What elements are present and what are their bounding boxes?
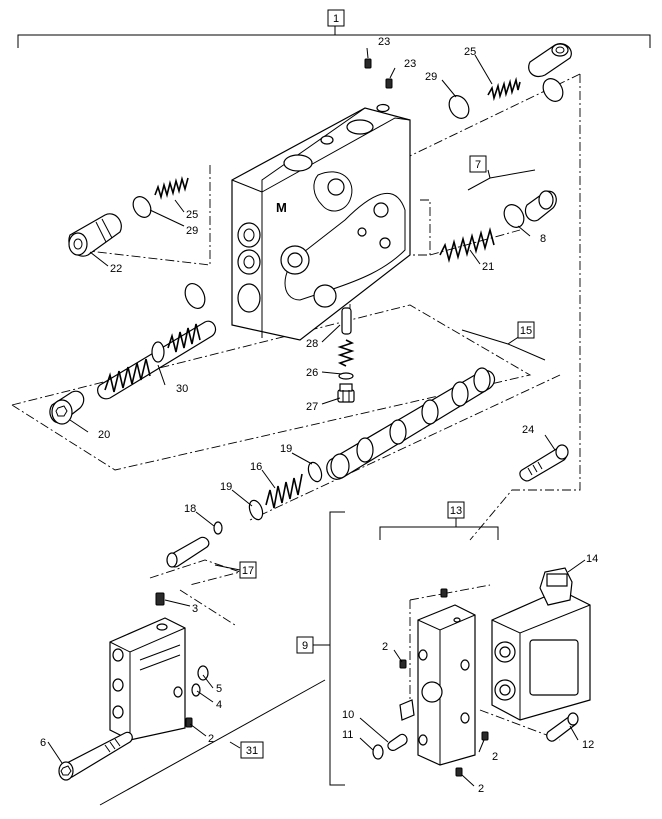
- o-ring-5[interactable]: [197, 665, 209, 681]
- spring-25-top[interactable]: [487, 76, 521, 102]
- cap-screw-17[interactable]: [166, 536, 210, 568]
- plug-27[interactable]: [337, 383, 355, 403]
- callout-4: 4: [216, 699, 222, 711]
- callout-31: 31: [246, 745, 258, 757]
- set-screw-3[interactable]: [155, 592, 165, 606]
- washer-19-right[interactable]: [306, 461, 324, 484]
- callout-14: 14: [586, 553, 598, 565]
- callout-8: 8: [540, 233, 546, 245]
- callout-labels: 23 23 25 29 25 29 22 21 8 30 20 28 26 27…: [40, 36, 598, 795]
- relief-plug-top[interactable]: [528, 43, 572, 78]
- bracket-7: 7: [467, 155, 536, 191]
- o-ring-29-left[interactable]: [130, 193, 155, 220]
- callout-3: 3: [192, 603, 198, 615]
- end-cap[interactable]: [109, 617, 186, 741]
- callout-7: 7: [475, 159, 481, 171]
- pin-28[interactable]: [341, 307, 352, 335]
- set-screw-23-b[interactable]: [385, 78, 393, 89]
- callout-29-left: 29: [186, 225, 198, 237]
- callout-2-right: 2: [492, 751, 498, 763]
- spool-30[interactable]: [97, 320, 217, 400]
- callout-2-left: 2: [382, 641, 388, 653]
- callout-20: 20: [98, 429, 110, 441]
- callout-5: 5: [216, 683, 222, 695]
- solenoid-actuator[interactable]: [491, 567, 591, 721]
- bracket-17: 17: [214, 561, 257, 579]
- callout-19-left: 19: [220, 481, 232, 493]
- o-ring-29-top[interactable]: [445, 92, 473, 122]
- main-spool[interactable]: [326, 367, 495, 480]
- washer-18[interactable]: [213, 521, 223, 535]
- callout-28: 28: [306, 338, 318, 350]
- bolt-12[interactable]: [546, 712, 579, 742]
- callout-box-7[interactable]: [469, 155, 487, 173]
- callout-21: 21: [482, 261, 494, 273]
- bracket-31: 31: [99, 679, 326, 806]
- callout-23-b: 23: [404, 58, 416, 70]
- o-ring-top-right[interactable]: [539, 75, 567, 105]
- callout-24: 24: [522, 424, 534, 436]
- callout-2-bottom: 2: [478, 783, 484, 795]
- plug-7[interactable]: [524, 190, 557, 222]
- bolt-6[interactable]: [58, 731, 133, 781]
- set-screw-2-right[interactable]: [481, 731, 489, 741]
- set-screw-2-end-cap[interactable]: [185, 717, 193, 728]
- callout-27: 27: [306, 401, 318, 413]
- relief-cartridge-22[interactable]: [68, 213, 122, 257]
- callout-17: 17: [242, 565, 254, 577]
- callout-9: 9: [302, 640, 308, 652]
- spring-25-left[interactable]: [154, 175, 189, 201]
- o-ring-4[interactable]: [191, 683, 201, 697]
- set-screw-23-a[interactable]: [364, 58, 372, 69]
- callout-box-31[interactable]: [240, 741, 264, 759]
- callout-11: 11: [342, 729, 353, 741]
- callout-box-1[interactable]: [327, 9, 345, 27]
- callout-13: 13: [450, 505, 462, 517]
- plug-20[interactable]: [49, 390, 85, 425]
- callout-10: 10: [342, 709, 354, 721]
- bracket-15: 15: [461, 321, 546, 361]
- set-screw-2-bottom[interactable]: [455, 767, 463, 777]
- callout-2-end-cap: 2: [208, 733, 214, 745]
- callout-22: 22: [110, 263, 122, 275]
- adapter-plate[interactable]: [417, 604, 476, 766]
- callout-box-9[interactable]: [296, 636, 314, 654]
- o-ring-11[interactable]: [372, 744, 384, 760]
- callout-30: 30: [176, 383, 188, 395]
- callout-26: 26: [306, 367, 318, 379]
- callout-15: 15: [520, 325, 532, 337]
- callout-box-15[interactable]: [517, 321, 535, 339]
- callout-25-left: 25: [186, 209, 198, 221]
- callout-19-right: 19: [280, 443, 292, 455]
- housing-marking: M: [276, 200, 287, 215]
- callout-16: 16: [250, 461, 262, 473]
- fitting-10[interactable]: [387, 733, 408, 751]
- spring-21[interactable]: [439, 226, 495, 264]
- leader-lines: [47, 47, 586, 787]
- callout-12: 12: [582, 739, 594, 751]
- assembly-bracket-1: 1: [17, 9, 651, 48]
- spring-16[interactable]: [265, 473, 303, 509]
- o-ring-8[interactable]: [500, 201, 528, 231]
- bolt-24[interactable]: [519, 444, 569, 482]
- bracket-13: 13: [379, 501, 499, 540]
- callout-6: 6: [40, 737, 46, 749]
- callout-29-top: 29: [425, 71, 437, 83]
- washer-26[interactable]: [338, 372, 354, 380]
- callout-18: 18: [184, 503, 196, 515]
- bracket-9: 9: [296, 511, 345, 786]
- callout-25-top: 25: [464, 46, 476, 58]
- callout-box-17[interactable]: [239, 561, 257, 579]
- callout-box-13[interactable]: [447, 501, 465, 519]
- o-ring-housing-left[interactable]: [181, 280, 208, 311]
- callout-1: 1: [333, 13, 339, 25]
- spring-26[interactable]: [337, 339, 355, 367]
- spacer-adapter[interactable]: [399, 699, 415, 721]
- callout-23-a: 23: [378, 36, 390, 48]
- washer-19-left[interactable]: [247, 499, 265, 522]
- set-screw-2-top[interactable]: [440, 588, 448, 598]
- valve-housing[interactable]: M: [231, 103, 411, 341]
